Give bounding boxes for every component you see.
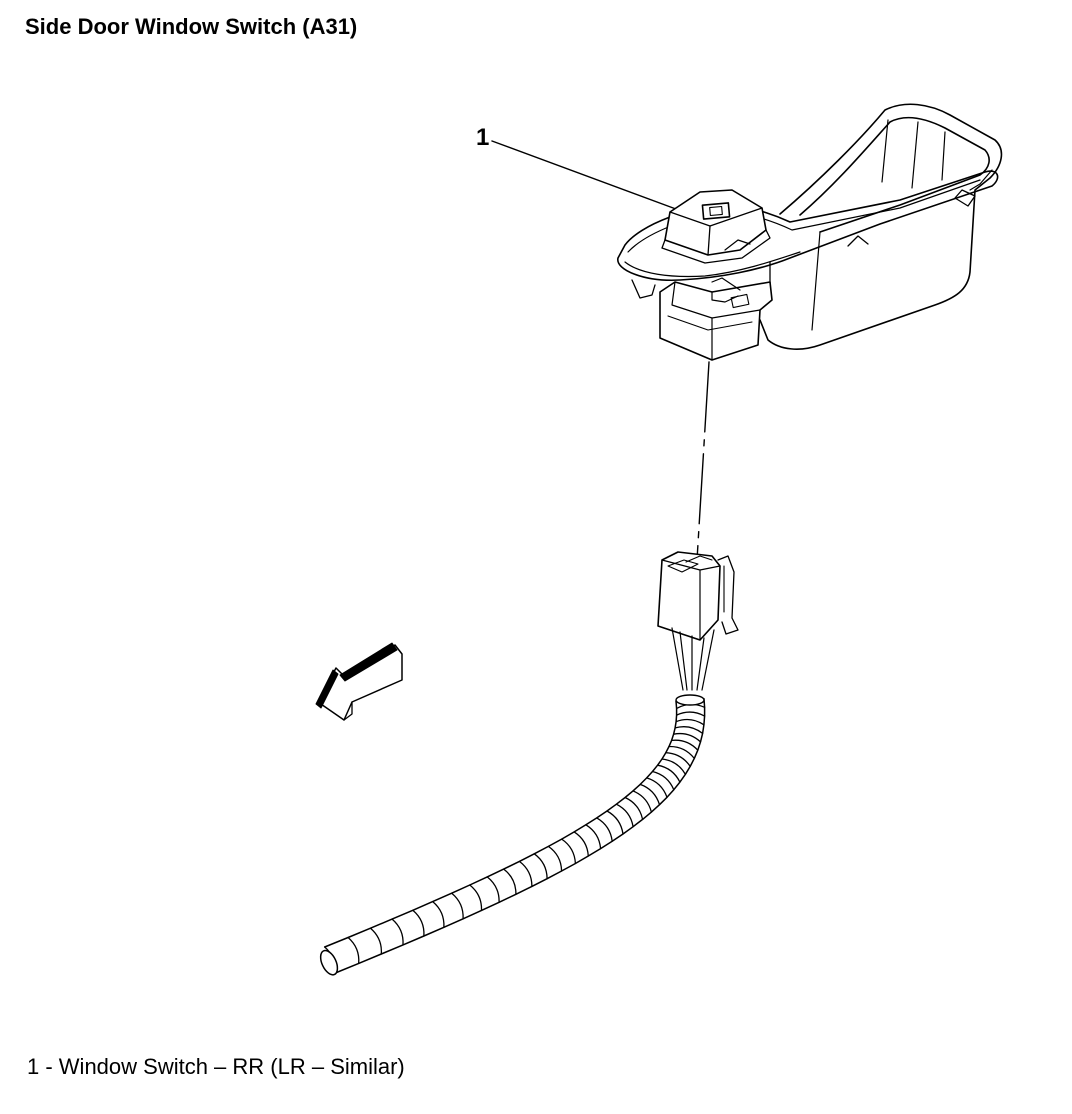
conduit-rib [586, 825, 601, 849]
conduit-rib [562, 839, 576, 863]
conduit-rib [348, 938, 359, 964]
wiring-conduit [317, 695, 704, 977]
conduit-rib [625, 798, 643, 820]
conduit-rib [616, 804, 633, 827]
conduit-rib [640, 784, 659, 804]
switch-housing [660, 282, 772, 360]
conduit-rib [672, 740, 698, 750]
conduit-rib [574, 832, 588, 856]
conduit-rib [666, 753, 690, 767]
window-switch-body [660, 190, 772, 360]
conduit-rib [676, 720, 704, 725]
conduit-rib [647, 778, 667, 797]
switch-cap [665, 190, 766, 255]
arrow-shaded-edge [316, 643, 397, 708]
switch-rocker [702, 203, 729, 219]
conduit-rib [607, 811, 623, 834]
conduit-rib [534, 854, 547, 879]
conduit-rib [674, 734, 701, 742]
callout-number-1: 1 [476, 124, 490, 151]
connector-body [658, 552, 720, 640]
alignment-dash-line [697, 362, 709, 560]
conduit-rib [597, 818, 612, 841]
conduit-rib [371, 928, 382, 954]
conduit-rib [413, 910, 424, 936]
conduit-rib [653, 772, 674, 790]
conduit-top-collar [676, 695, 704, 705]
conduit-rib [677, 712, 705, 716]
cup-outer-shell [760, 104, 1001, 349]
conduit-rib [675, 727, 703, 734]
conduit-rib [487, 877, 499, 902]
conduit-rib [669, 746, 694, 758]
conduit-rib [662, 759, 685, 774]
cup-inner-opening [800, 118, 989, 232]
arrow-outline [318, 645, 402, 720]
conduit-rib [504, 869, 516, 894]
conduit-rib [433, 902, 444, 928]
figure-legend-item-1: 1 - Window Switch – RR (LR – Similar) [27, 1054, 405, 1079]
conduit-rib [452, 893, 463, 919]
conduit-rib [633, 791, 651, 812]
conduit-rib [470, 885, 482, 910]
conduit-rib [548, 846, 561, 871]
callout-leader-line [492, 141, 684, 212]
conduit-rib [658, 765, 680, 782]
conduit-outline [325, 699, 705, 973]
conduit-open-end [317, 948, 341, 977]
conduit-rib [392, 919, 403, 945]
vehicle-front-arrow [316, 643, 402, 720]
figure-title: Side Door Window Switch (A31) [25, 14, 358, 39]
harness-connector [658, 552, 738, 690]
conduit-rib [519, 861, 532, 886]
